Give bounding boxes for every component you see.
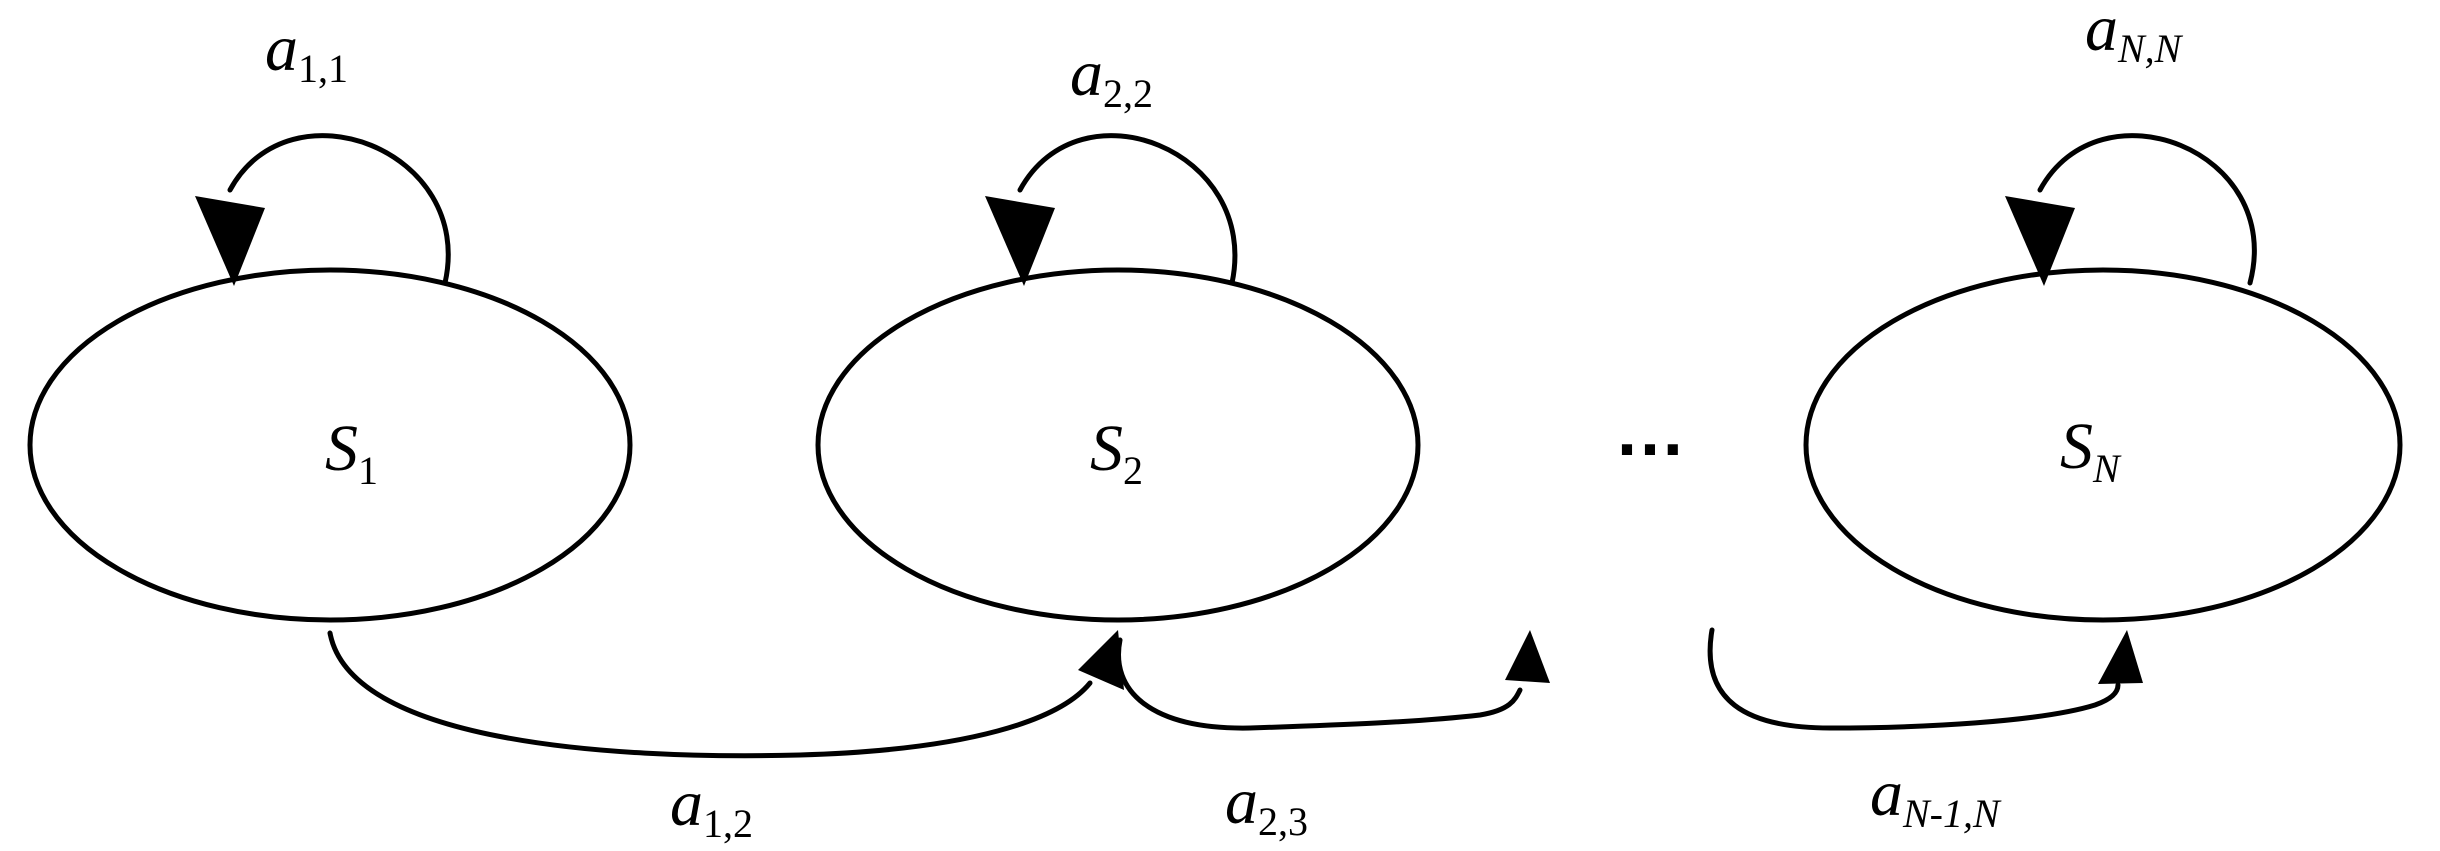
arrowhead-aNN <box>2005 196 2075 286</box>
arrowhead-aN1N <box>2098 630 2143 684</box>
state-label-s1: S1 <box>325 412 378 493</box>
state-node-s1 <box>27 267 633 623</box>
state-label-s2: S2 <box>1090 412 1143 493</box>
transition-label-a23: a2,3 <box>1225 765 1308 844</box>
transition-label-a22: a2,2 <box>1070 37 1153 116</box>
arrowhead-a12 <box>1078 630 1124 690</box>
arrowhead-a22 <box>985 196 1055 286</box>
arrowhead-a11 <box>195 196 265 286</box>
transition-arrow-a12 <box>327 630 1093 759</box>
transition-label-aNN: aN,N <box>2085 0 2184 71</box>
self-loop-arrow-a11 <box>227 133 451 286</box>
self-loop-arrow-aNN <box>2037 133 2257 286</box>
state-node-sn <box>1803 267 2403 623</box>
state-label-sn: SN <box>2060 410 2122 491</box>
ellipsis-label: … <box>1614 391 1686 471</box>
self-loop-arrow-a22 <box>1017 133 1238 286</box>
transition-arrow-a23 <box>1116 637 1523 731</box>
transition-label-a12: a1,2 <box>670 767 753 846</box>
transition-arrow-aN1N <box>1707 627 2121 731</box>
arrowhead-a23 <box>1505 630 1550 683</box>
state-node-s2 <box>815 267 1421 623</box>
transition-label-a11: a1,1 <box>265 12 348 91</box>
transition-label-aN1N: aN-1,N <box>1870 757 2002 836</box>
